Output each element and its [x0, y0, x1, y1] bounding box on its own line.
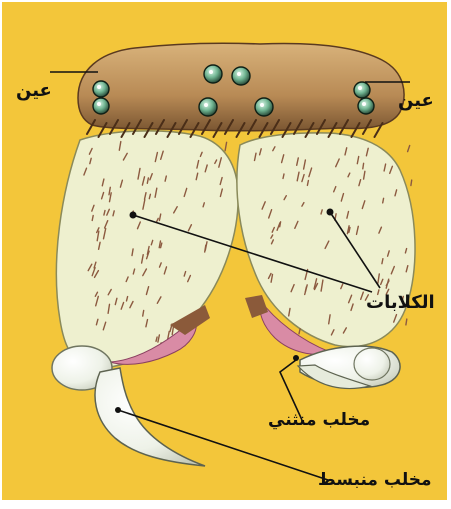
label-extended-claw: مخلب منبسط [318, 472, 432, 489]
eye-highlight [204, 103, 208, 107]
eye [204, 65, 222, 83]
dot-extended-claw [115, 407, 121, 413]
hair-stroke [307, 181, 308, 186]
eye [358, 98, 374, 114]
hair-stroke [383, 198, 384, 203]
label-eyes-left: عين [16, 82, 52, 100]
eye-highlight [237, 72, 241, 76]
hair-stroke [280, 222, 281, 227]
eye [354, 82, 370, 98]
eye [232, 67, 250, 85]
hair-stroke [382, 259, 383, 264]
hair-stroke [363, 163, 364, 169]
right-fang-knob [354, 348, 390, 380]
eye-highlight [358, 86, 362, 90]
hair-stroke [411, 180, 412, 185]
eye-highlight [97, 85, 101, 89]
eye [199, 98, 217, 116]
hair-stroke [283, 174, 284, 179]
hair-stroke [406, 319, 407, 325]
label-chelicerae: الكلابات [366, 294, 435, 312]
eye-highlight [209, 70, 213, 74]
eye [93, 81, 109, 97]
eye-highlight [97, 102, 101, 106]
label-retracted-claw: مخلب منثني [268, 412, 370, 429]
eye [255, 98, 273, 116]
dot-chelicera-right [327, 209, 334, 216]
eye-highlight [260, 103, 264, 107]
eye [93, 98, 109, 114]
label-eyes-right: عين [398, 92, 434, 110]
dot-chelicera-left [130, 212, 137, 219]
hair-stroke [143, 310, 144, 316]
eye-highlight [362, 102, 366, 106]
dot-retracted-claw [293, 355, 299, 361]
hair-stroke [92, 216, 93, 221]
